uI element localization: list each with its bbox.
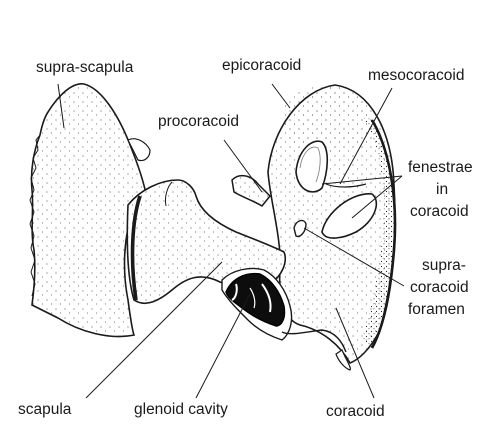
label-fenestrae-line-2: in <box>436 181 448 198</box>
label-scapula: scapula <box>18 401 72 418</box>
label-fenestrae-line-3: coracoid <box>410 203 469 220</box>
epicoracoid-region <box>284 85 380 152</box>
leader-epicoracoid <box>272 84 290 108</box>
leader-glenoid-cavity <box>196 294 250 398</box>
label-supracoracoid-line-2: coracoid <box>410 279 469 296</box>
label-epicoracoid: epicoracoid <box>222 57 301 74</box>
label-supracoracoid-line-1: supra- <box>422 257 466 274</box>
label-coracoid: coracoid <box>326 403 385 420</box>
label-supracoracoid-line-3: foramen <box>408 301 465 318</box>
label-glenoid-cavity: glenoid cavity <box>134 401 228 418</box>
label-procoracoid: procoracoid <box>158 113 239 130</box>
procoracoid-process <box>232 176 270 206</box>
label-fenestrae-line-1: fenestrae <box>408 159 473 176</box>
label-supra-scapula: supra-scapula <box>36 59 134 76</box>
label-mesocoracoid: mesocoracoid <box>368 67 465 84</box>
